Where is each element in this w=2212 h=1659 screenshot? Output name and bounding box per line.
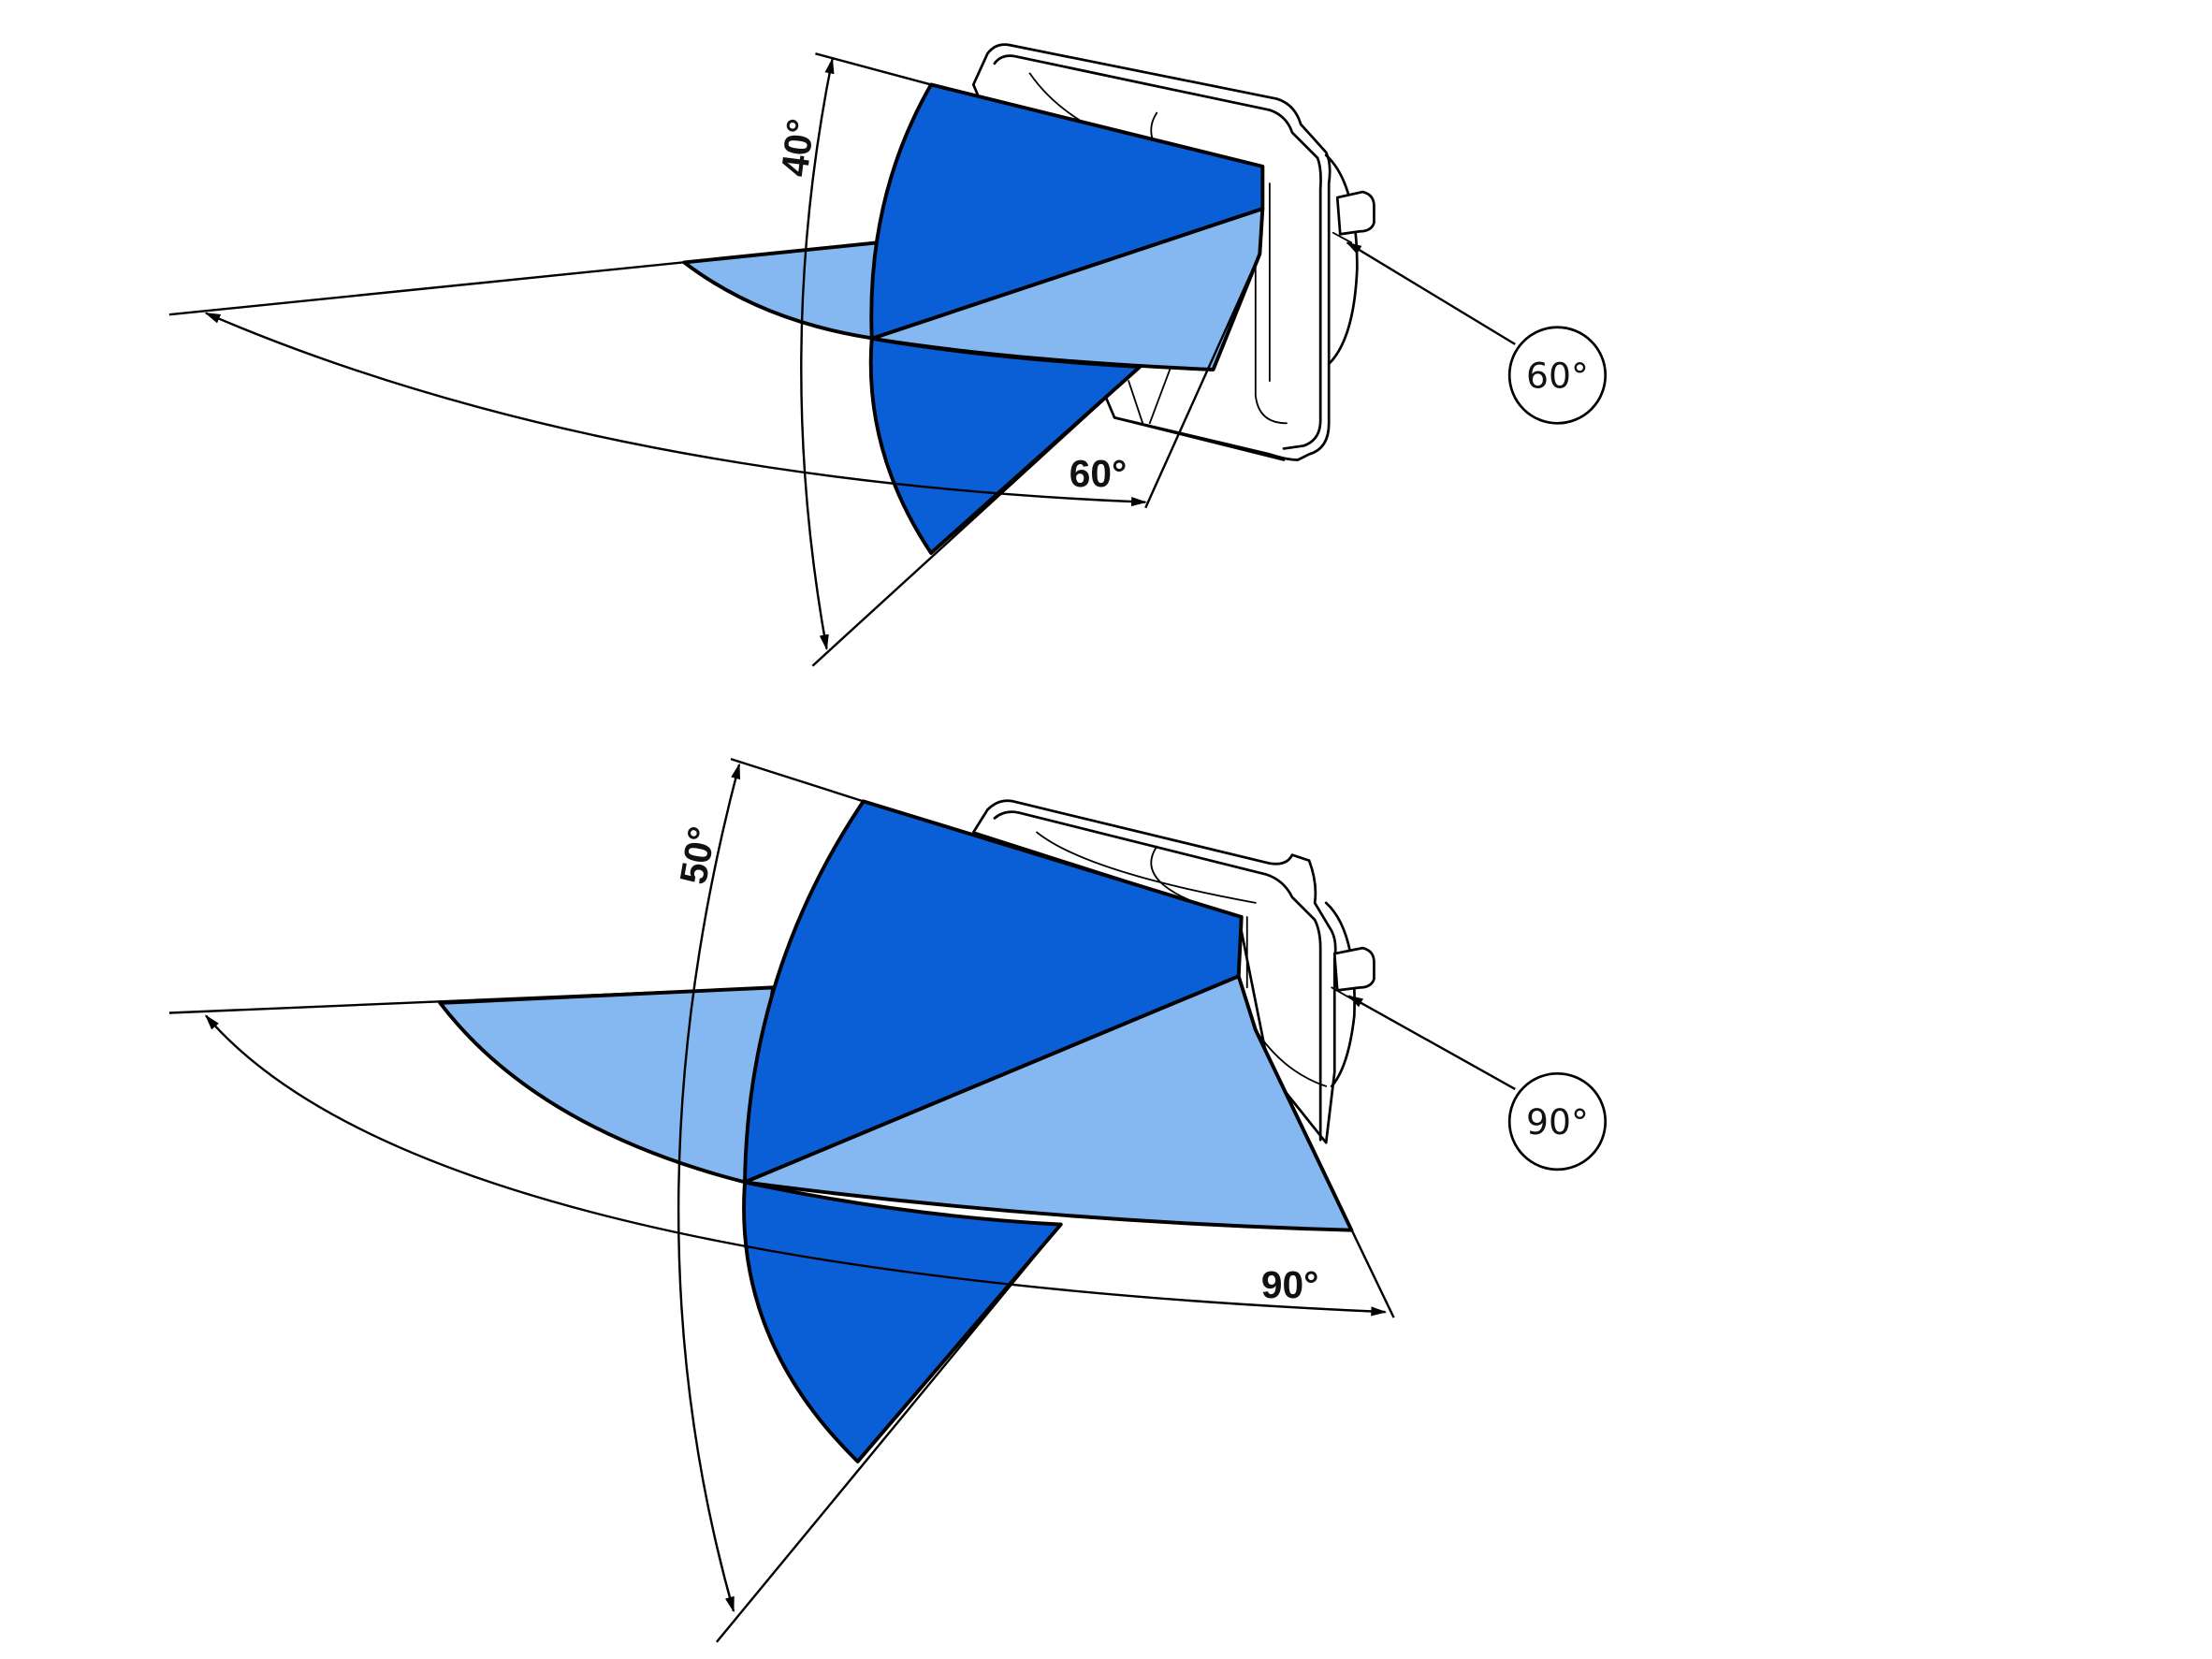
- bottom-horizontal-dim-extension: [1254, 1029, 1395, 1318]
- bottom-diagram: 90° 50° 90°: [168, 757, 1608, 1643]
- top-vertical-dim-arc: [800, 57, 835, 651]
- bottom-callout-circle: [1507, 1071, 1608, 1171]
- top-callout-circle: [1507, 326, 1608, 425]
- bottom-vertical-ref-line-bottom: [715, 1223, 1062, 1643]
- top-vertical-ref-line-bottom: [811, 366, 1141, 667]
- top-horizontal-beam-left: [682, 240, 880, 341]
- top-callout-leader: [1346, 241, 1516, 345]
- bottom-horizontal-dim-arc: [205, 1014, 1388, 1317]
- bottom-horizontal-angle-label: 90°: [1261, 1263, 1319, 1306]
- top-horizontal-dim-arc: [204, 312, 1147, 507]
- bottom-callout-leader: [1346, 995, 1516, 1090]
- top-diagram: 60° 40° 60°: [168, 43, 1608, 667]
- top-callout-label: 60°: [1526, 356, 1589, 397]
- bottom-vertical-angle-label: 50°: [671, 823, 723, 888]
- top-horizontal-ref-line: [168, 241, 878, 316]
- top-vertical-ref-line-top: [815, 52, 932, 86]
- top-horizontal-angle-label: 60°: [1070, 452, 1128, 495]
- bottom-vertical-dim-arc: [677, 763, 741, 1613]
- bottom-horizontal-ref-line: [168, 986, 774, 1014]
- bottom-horizontal-beam-left: [438, 985, 776, 1185]
- bottom-vertical-beam-lower: [742, 1180, 1063, 1463]
- bottom-vertical-ref-line-top: [730, 757, 865, 803]
- top-horizontal-dim-extension: [1144, 253, 1261, 509]
- top-vertical-beam-lower: [868, 336, 1142, 555]
- bottom-callout-label: 90°: [1526, 1101, 1589, 1142]
- top-vertical-angle-label: 40°: [773, 116, 822, 179]
